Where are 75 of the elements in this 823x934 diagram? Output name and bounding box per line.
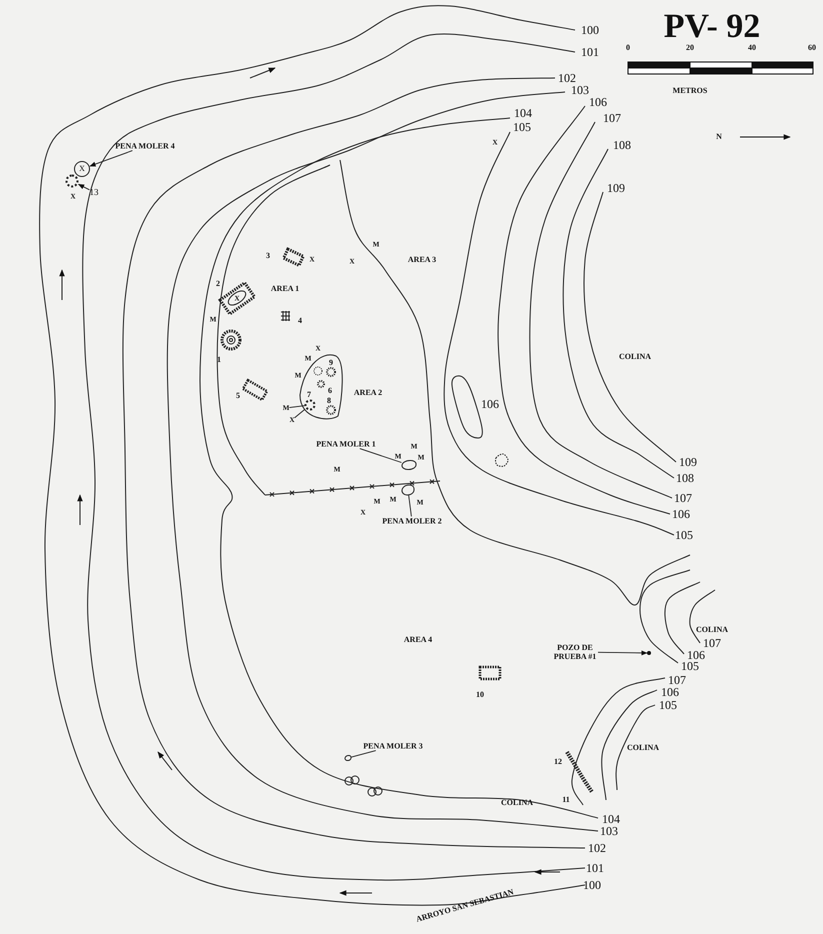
test-pit-dot [647, 651, 651, 655]
rock-outline [344, 755, 352, 761]
leader-line [598, 650, 648, 656]
stone-circle [304, 400, 316, 410]
place-label: PENA MOLER 1 [316, 439, 376, 449]
elevation-label: 106 [481, 398, 499, 410]
place-label: POZO DE PRUEBA #1 [552, 642, 598, 662]
elevation-label: 108 [613, 139, 631, 151]
leader-line [89, 150, 133, 167]
feature-number: 12 [554, 758, 562, 766]
place-label: PENA MOLER 4 [115, 141, 175, 151]
terrain-label: COLINA [627, 744, 659, 752]
map-title: PV- 92 [664, 10, 760, 44]
elevation-label: 107 [668, 674, 686, 686]
scale-number: 60 [808, 44, 816, 52]
elevation-label: 101 [581, 46, 599, 58]
elevation-label: 103 [600, 825, 618, 837]
leader-line [294, 409, 305, 418]
leader-line [359, 448, 402, 463]
elevation-label: 106 [661, 686, 679, 698]
area-label: AREA 1 [270, 285, 300, 293]
feature-number: 8 [327, 397, 331, 405]
elevation-label: 100 [583, 879, 601, 891]
terrain-label: COLINA [501, 799, 533, 807]
feature-number: 13 [90, 186, 98, 198]
elevation-label: 107 [674, 492, 692, 504]
elevation-label: 109 [679, 456, 697, 468]
feature-number: 11 [562, 796, 570, 804]
feature-number: 4 [298, 317, 302, 325]
dotted-circle [66, 174, 78, 188]
scale-number: 20 [686, 44, 694, 52]
feature-number: 3 [266, 252, 270, 260]
elevation-label: 104 [602, 813, 620, 825]
north-label: N [716, 133, 722, 141]
area-label: AREA 2 [354, 389, 382, 397]
feature-number: 10 [476, 691, 484, 699]
elevation-label: 102 [588, 842, 606, 854]
terrain-label: COLINA [696, 626, 728, 634]
elevation-label: 100 [581, 24, 599, 36]
elevation-label: 109 [607, 182, 625, 194]
leader-line [351, 750, 376, 758]
elevation-label: 102 [558, 72, 576, 84]
elevation-label: 107 [603, 112, 621, 124]
area-label: AREA 3 [408, 256, 436, 264]
feature-number: 6 [328, 387, 332, 395]
scale-number: 40 [748, 44, 756, 52]
elevation-label: 105 [681, 660, 699, 672]
leader-line [408, 495, 412, 517]
terrain-label: COLINA [619, 353, 651, 361]
feature-number: 2 [216, 280, 220, 288]
rock-outline [402, 460, 416, 470]
scale-number: 0 [626, 44, 630, 52]
area-label: AREA 4 [404, 636, 432, 644]
elevation-label: 108 [676, 472, 694, 484]
place-label: PENA MOLER 2 [382, 516, 442, 526]
elevation-label: 103 [571, 84, 589, 96]
feature-number: 5 [236, 392, 240, 400]
leader-line [288, 405, 305, 408]
elevation-label: 105 [675, 529, 693, 541]
rock-outline [402, 484, 414, 496]
marked-circle: X [74, 161, 90, 177]
leader-line [78, 184, 90, 190]
elevation-label: 106 [672, 508, 690, 520]
elevation-label: 106 [589, 96, 607, 108]
feature-number: 9 [329, 359, 333, 367]
elevation-label: 105 [513, 121, 531, 133]
elevation-label: 105 [659, 699, 677, 711]
scale-unit: METROS [672, 87, 708, 95]
feature-number: 1 [217, 356, 221, 364]
place-label: PENA MOLER 3 [363, 741, 423, 751]
elevation-label: 107 [703, 637, 721, 649]
elevation-label: 101 [586, 862, 604, 874]
elevation-label: 106 [687, 649, 705, 661]
feature-number: 7 [307, 391, 311, 399]
elevation-label: 104 [514, 107, 532, 119]
